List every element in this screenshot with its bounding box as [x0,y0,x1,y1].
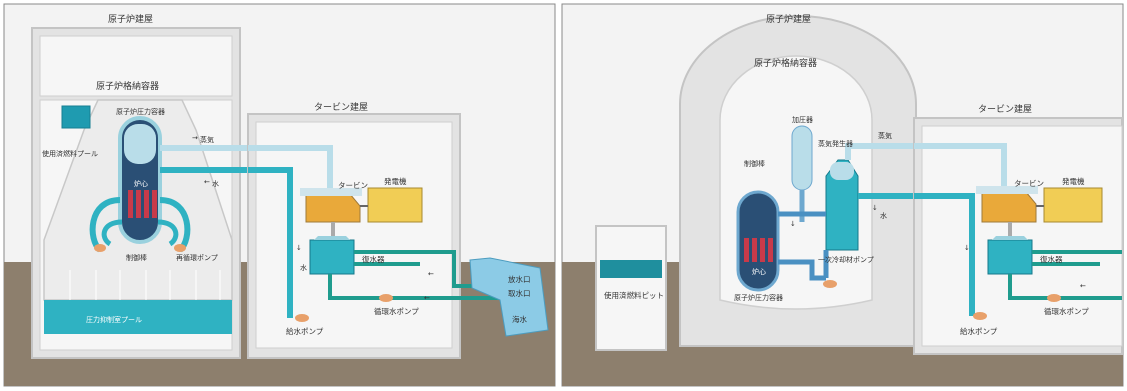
bwr-intake-label: 取水口 [508,288,531,298]
svg-text:←: ← [204,178,210,186]
pwr-turbine-label: タービン [1014,179,1044,188]
pwr-spent-fuel-building [595,225,667,351]
bwr-steam-label: 蒸気 [200,135,214,144]
pwr-control-rod-label: 制御棒 [744,159,765,168]
svg-text:←: ← [428,270,434,278]
svg-text:↓: ↓ [296,244,302,252]
pwr-steam-label: 蒸気 [878,131,892,140]
recirc-pump-left [94,244,106,252]
bwr-reactor-building-label: 原子炉建屋 [108,13,153,25]
bwr-water-label: 水 [212,179,219,188]
bwr-circ-pump [379,294,393,302]
bwr-seawater-label: 海水 [512,314,527,324]
pwr-condenser [987,239,1033,275]
bwr-suppression-pool [44,300,232,334]
svg-text:←: ← [424,294,430,302]
pwr-pressure-vessel-label: 原子炉圧力容器 [734,293,783,302]
bwr-turbine-building-label: タービン建屋 [314,101,368,113]
bwr-spent-fuel-pool [61,105,91,129]
bwr-feedwater-pump-label: 給水ポンプ [286,326,324,336]
bwr-containment-label: 原子炉格納容器 [96,80,159,92]
pwr-spent-fuel-pit-label: 使用済燃料ピット [604,290,664,300]
pwr-primary-pump-label: 一次冷却材ポンプ [818,255,874,264]
svg-text:←: ← [1080,282,1086,290]
pwr-primary-pump [823,280,837,288]
pwr-feedwater-pump [973,312,987,320]
bwr-generator-label: 発電機 [384,176,407,186]
pwr-turbine-building-label: タービン建屋 [978,103,1032,115]
bwr-feedwater-pump [295,314,309,322]
pwr-water-label: 水 [880,211,887,220]
svg-text:↓: ↓ [964,244,970,252]
bwr-suppression-pool-label: 圧力抑制室プール [86,315,142,324]
pwr-pressure-vessel [736,190,780,292]
bwr-circ-pump-label: 循環水ポンプ [374,306,419,316]
pwr-core-label: 炉心 [752,267,766,276]
bwr-condenser-label: 復水器 [362,254,385,264]
bwr-turbine-label: タービン [338,181,368,190]
pwr-panel: ↓ ↓ ↓ ← [561,3,1124,387]
svg-text:↓: ↓ [872,204,878,212]
bwr-turbine [305,193,361,223]
pwr-core [744,238,773,262]
pwr-generator-label: 発電機 [1062,176,1085,186]
pwr-feedwater-pump-label: 給水ポンプ [960,326,998,336]
bwr-control-rod-label: 制御棒 [126,253,147,262]
bwr-condenser [309,239,355,275]
bwr-generator [367,187,423,223]
svg-text:→: → [192,134,198,142]
bwr-water-label-2: 水 [300,263,307,272]
pwr-pressurizer-label: 加圧器 [792,115,813,124]
bwr-panel: → ← ↓ ← ← [3,3,556,387]
bwr-core-label: 炉心 [134,179,148,188]
recirc-pump-right [174,244,186,252]
pwr-containment-label: 原子炉格納容器 [754,57,817,69]
bwr-discharge-label: 放水口 [508,274,531,284]
pwr-circ-pump-label: 循環水ポンプ [1044,306,1089,316]
pwr-turbine [981,191,1037,223]
pwr-condenser-label: 復水器 [1040,254,1063,264]
pwr-labels: 原子炉建屋 原子炉格納容器 加圧器 蒸気発生器 制御棒 炉心 原子炉圧力容器 一… [604,13,1089,336]
bwr-core [128,190,157,218]
pwr-pressurizer [791,125,813,191]
bwr-seawater [469,257,549,337]
bwr-labels: 原子炉建屋 原子炉格納容器 原子炉圧力容器 蒸気 水 使用済燃料プール 炉心 制… [42,13,531,336]
pwr-spent-fuel-pit [600,260,662,278]
pwr-circ-pump [1047,294,1061,302]
bwr-pressure-vessel-label: 原子炉圧力容器 [116,107,165,116]
pwr-steam-generator-label: 蒸気発生器 [818,139,853,148]
bwr-recirc-pump-label: 再循環ポンプ [176,253,218,262]
svg-text:↓: ↓ [790,220,796,228]
pwr-generator [1043,187,1103,223]
pwr-reactor-building-label: 原子炉建屋 [766,13,811,25]
bwr-spent-fuel-pool-label: 使用済燃料プール [42,149,98,158]
